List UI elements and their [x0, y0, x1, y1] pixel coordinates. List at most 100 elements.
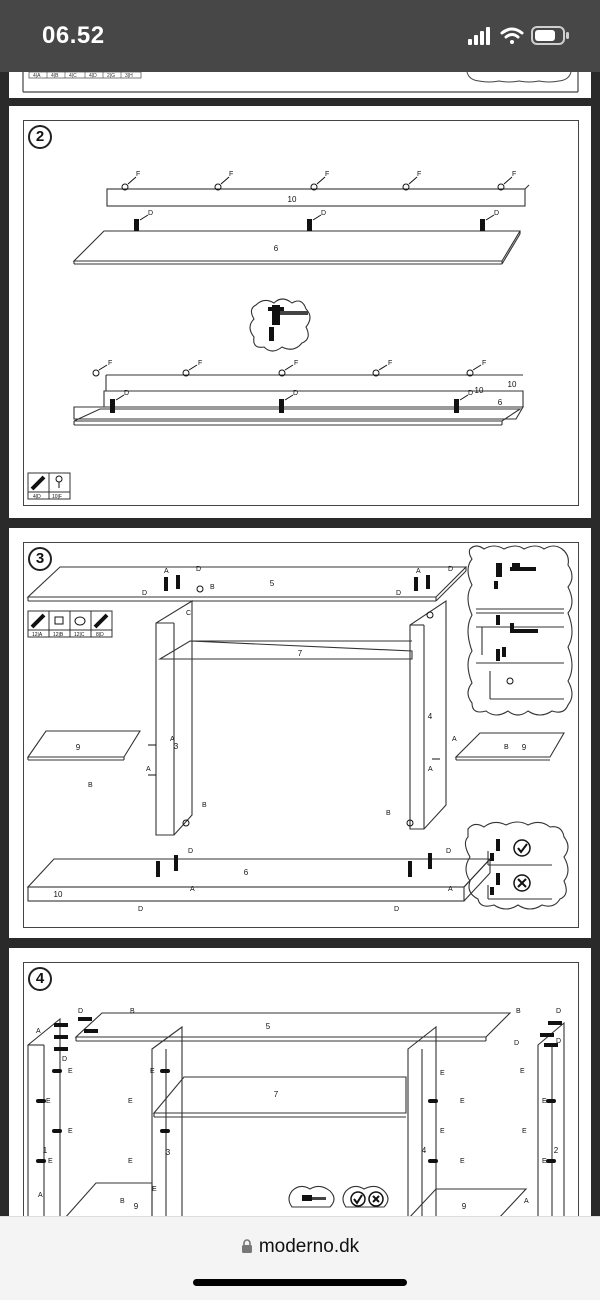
- url-domain: moderno.dk: [258, 1236, 360, 1257]
- status-bar: 06.52: [0, 0, 600, 72]
- hw-count-F: 10|F: [52, 494, 62, 500]
- part-label-6-b: 6: [498, 398, 503, 407]
- part-label-9-left: 9: [76, 743, 81, 752]
- side-panel-3: [155, 600, 193, 836]
- fitting-label-E: E: [128, 1098, 133, 1105]
- check-incorrect-icon: [368, 1191, 384, 1207]
- battery-icon: [531, 26, 569, 45]
- part-label-9-right: 9: [522, 743, 527, 752]
- bottom-panel-6: [26, 858, 492, 888]
- fitting-label-E: E: [150, 1068, 155, 1075]
- address-bar[interactable]: moderno.dk: [0, 1216, 600, 1300]
- panel-10-board: [106, 188, 526, 207]
- part-label-3: 3: [174, 742, 179, 751]
- fitting-label-D: D: [188, 848, 193, 855]
- fitting-label-D: D: [196, 566, 201, 573]
- fitting-label-A: A: [170, 736, 175, 743]
- fitting-F-markers: F F F F F: [121, 171, 516, 191]
- fitting-label-B: B: [504, 744, 509, 751]
- panel-6-board: [72, 230, 521, 262]
- part-label-7: 7: [298, 649, 303, 658]
- step4-sheet: 4: [9, 948, 591, 1216]
- right-shelf-9: [410, 1188, 528, 1216]
- fitting-label-B: B: [202, 802, 207, 809]
- step2-sheet: 2: [9, 106, 591, 518]
- left-shelf-9: [65, 1182, 153, 1216]
- step2-panel: 2: [23, 120, 579, 506]
- step2-number: 2: [28, 125, 52, 149]
- fitting-label-D: D: [62, 1056, 67, 1063]
- manual-page-viewer[interactable]: 4|A 4|B 4|C 4|D 2|G 3|H 2: [0, 72, 600, 1216]
- fitting-label-C: C: [186, 610, 191, 617]
- step3-diagram: 5 7 3 4 9 9 6 10 A D D B C A: [26, 545, 573, 913]
- strip-label-6: 3|H: [125, 73, 133, 79]
- fitting-label-D: D: [448, 566, 453, 573]
- cellular-signal-icon: [468, 27, 490, 45]
- fitting-D-markers: D D D D D D F F F F F: [92, 210, 499, 413]
- detail-cloud-top-right: [467, 545, 573, 716]
- step1-tail-drawing: 4|A 4|B 4|C 4|D 2|G 3|H: [22, 72, 579, 93]
- fitting-label-B: B: [130, 1008, 135, 1015]
- step1-panel-tail: 4|A 4|B 4|C 4|D 2|G 3|H: [9, 72, 591, 98]
- fitting-label-B: B: [120, 1198, 125, 1205]
- hammer-tool-cloud: [288, 1185, 335, 1208]
- hammer-icon: [268, 305, 308, 341]
- fitting-label-E: E: [460, 1158, 465, 1165]
- fitting-label-F: F: [229, 171, 233, 178]
- fitting-label-F: F: [417, 171, 421, 178]
- step4-number: 4: [28, 967, 52, 991]
- home-indicator[interactable]: [193, 1279, 407, 1286]
- side-panel-1: [27, 1017, 61, 1216]
- fitting-label-E: E: [152, 1186, 157, 1193]
- strip-label-1: 4|A: [33, 73, 41, 79]
- fitting-label-E: E: [440, 1128, 445, 1135]
- step3-hardware-table: 12|A 12|B 12|C 8|D: [27, 610, 113, 638]
- url-display[interactable]: moderno.dk: [0, 1236, 600, 1260]
- fitting-label-F: F: [136, 171, 140, 178]
- fitting-label-D: D: [468, 390, 473, 397]
- part-label-2: 2: [554, 1146, 559, 1155]
- status-time: 06.52: [42, 22, 105, 49]
- fitting-label-E: E: [128, 1158, 133, 1165]
- fitting-label-A: A: [452, 736, 457, 743]
- fitting-label-E: E: [48, 1158, 53, 1165]
- fitting-label-F: F: [482, 360, 486, 367]
- hw-count-D: 8|D: [96, 632, 104, 638]
- part-label-10-c: 10: [475, 386, 484, 395]
- fitting-label-A: A: [428, 766, 433, 773]
- wifi-icon: [500, 27, 524, 44]
- hw-count-D: 4|D: [33, 494, 41, 500]
- side-panel-2: [537, 1021, 565, 1216]
- fitting-label-F: F: [325, 171, 329, 178]
- fitting-label-D: D: [446, 848, 451, 855]
- fitting-label-E: E: [440, 1070, 445, 1077]
- fitting-label-B: B: [88, 782, 93, 789]
- part-label-5: 5: [270, 579, 275, 588]
- shelf-panel-7: [158, 640, 413, 660]
- part-label-1: 1: [43, 1146, 48, 1155]
- check-correct-icon: [350, 1191, 366, 1207]
- fitting-label-B: B: [516, 1008, 521, 1015]
- left-shelf-9: [26, 730, 141, 758]
- strip-label-2: 4|B: [51, 73, 59, 79]
- fitting-label-A: A: [146, 766, 151, 773]
- front-panel-10: [27, 886, 465, 902]
- step4-panel: 4: [23, 962, 579, 1216]
- hw-count-B: 12|B: [53, 632, 64, 638]
- part-label-4: 4: [428, 712, 433, 721]
- fitting-label-A: A: [164, 568, 169, 575]
- part-label-3: 3: [166, 1148, 171, 1157]
- part-label-7: 7: [274, 1090, 279, 1099]
- hammer-icon: [302, 1195, 326, 1201]
- part-label-10: 10: [288, 195, 297, 204]
- fitting-label-D: D: [293, 390, 298, 397]
- fitting-label-A: A: [38, 1192, 43, 1199]
- fitting-label-D: D: [494, 210, 499, 217]
- fitting-label-D: D: [148, 210, 153, 217]
- fitting-label-D: D: [138, 906, 143, 913]
- check-incorrect-icon: [513, 874, 531, 892]
- part-label-10-b: 10: [508, 380, 517, 389]
- fitting-label-E: E: [460, 1098, 465, 1105]
- part-label-9-left: 9: [134, 1202, 139, 1211]
- hammer-tool-cloud: [249, 298, 311, 352]
